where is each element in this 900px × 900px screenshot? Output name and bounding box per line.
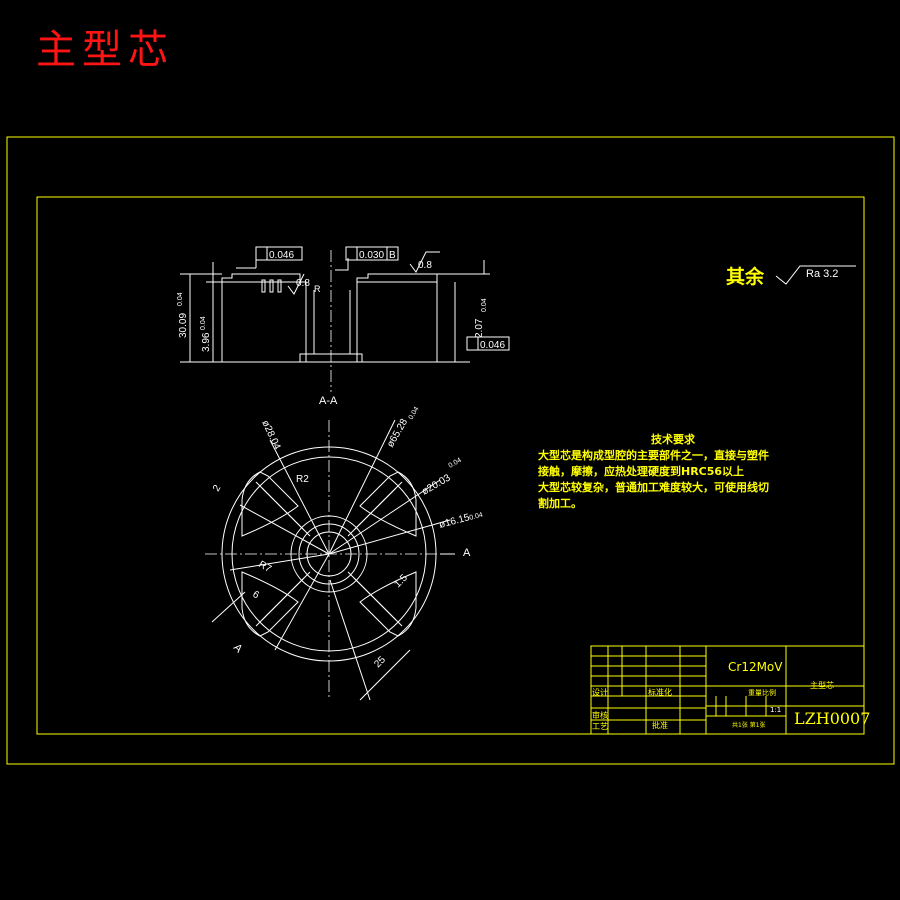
scale-value: 1:1: [770, 706, 782, 714]
technical-requirements: 技术要求 大型芯是构成型腔的主要部件之一，直接与塑件 接触，摩擦，应热处理硬度到…: [538, 432, 828, 512]
tech-line-1: 大型芯是构成型腔的主要部件之一，直接与塑件: [538, 449, 769, 462]
dim-d20-tol: 0.04: [448, 457, 463, 470]
right-dim: 2.07: [474, 318, 485, 338]
dim-r2: R2: [296, 474, 309, 485]
dim-1-5: 1.5: [392, 572, 410, 590]
datum-b: B: [389, 250, 396, 261]
section-mark-a-left: A: [231, 642, 245, 656]
title-block: [590, 645, 865, 735]
dim-d65-tol: 0.04: [408, 406, 421, 421]
dim-d16-tol: 0.04: [469, 512, 484, 522]
design-label: 设计: [592, 688, 608, 697]
tech-line-3: 大型芯较复杂，普通加工难度较大，可使用线切: [538, 481, 769, 494]
tol-frame-3: 0.046: [480, 340, 505, 351]
dim-r7: R7: [257, 559, 274, 575]
plan-view: A A ø28.04 ø65.28 0.04 ø20.03 0.04 ø16.1…: [205, 406, 484, 701]
section-label: A-A: [319, 395, 338, 407]
dim-25: 25: [372, 654, 388, 670]
dim-d16: ø16.15: [438, 512, 471, 531]
standardize-label: 标准化: [648, 688, 672, 697]
tol-frame-1: 0.046: [269, 250, 294, 261]
drawing-title: 主型芯: [36, 27, 174, 73]
section-mark-a-right: A: [463, 547, 471, 559]
dim-d28: ø28.04: [259, 419, 282, 452]
roughness-1: 0.8: [296, 278, 310, 289]
right-tol: 0.04: [481, 298, 488, 312]
radius-label: R: [314, 284, 321, 294]
section-view: 0.046 0.030 B 0.046 0.8 0.8 R 30.09 0.04…: [177, 246, 510, 407]
tech-heading: 技术要求: [651, 433, 695, 446]
sheet-label: 共1张 第1张: [732, 722, 766, 729]
tol-frame-2: 0.030: [359, 250, 384, 261]
step-tol: 0.04: [200, 316, 207, 330]
approve-label: 批准: [652, 721, 668, 730]
height-dim: 30.09: [178, 313, 189, 338]
drawing-number: LZH0007: [794, 709, 871, 728]
rest-roughness-symbol: Ra 3.2: [775, 265, 856, 285]
rest-roughness-value: Ra 3.2: [806, 268, 838, 280]
dim-6: 6: [251, 589, 262, 602]
process-label: 工艺: [592, 722, 608, 731]
height-tol: 0.04: [177, 292, 184, 306]
dim-d20: ø20.03: [420, 472, 453, 497]
section-body-right: [356, 281, 438, 363]
material-label: Cr12MoV: [728, 660, 783, 674]
review-label: 审核: [592, 711, 608, 720]
tech-line-2: 接触，摩擦，应热处理硬度到HRC56以上: [538, 465, 745, 478]
step-dim: 3.96: [201, 332, 212, 352]
part-name-label: 主型芯: [810, 681, 834, 690]
dim-2: 2: [211, 483, 224, 494]
rest-roughness-label: 其余: [726, 266, 765, 288]
tech-line-4: 割加工。: [538, 497, 582, 510]
inner-frame: [36, 196, 865, 735]
roughness-2: 0.8: [418, 260, 432, 271]
outer-frame: [6, 136, 895, 765]
scale-header: 重量比例: [748, 689, 776, 697]
